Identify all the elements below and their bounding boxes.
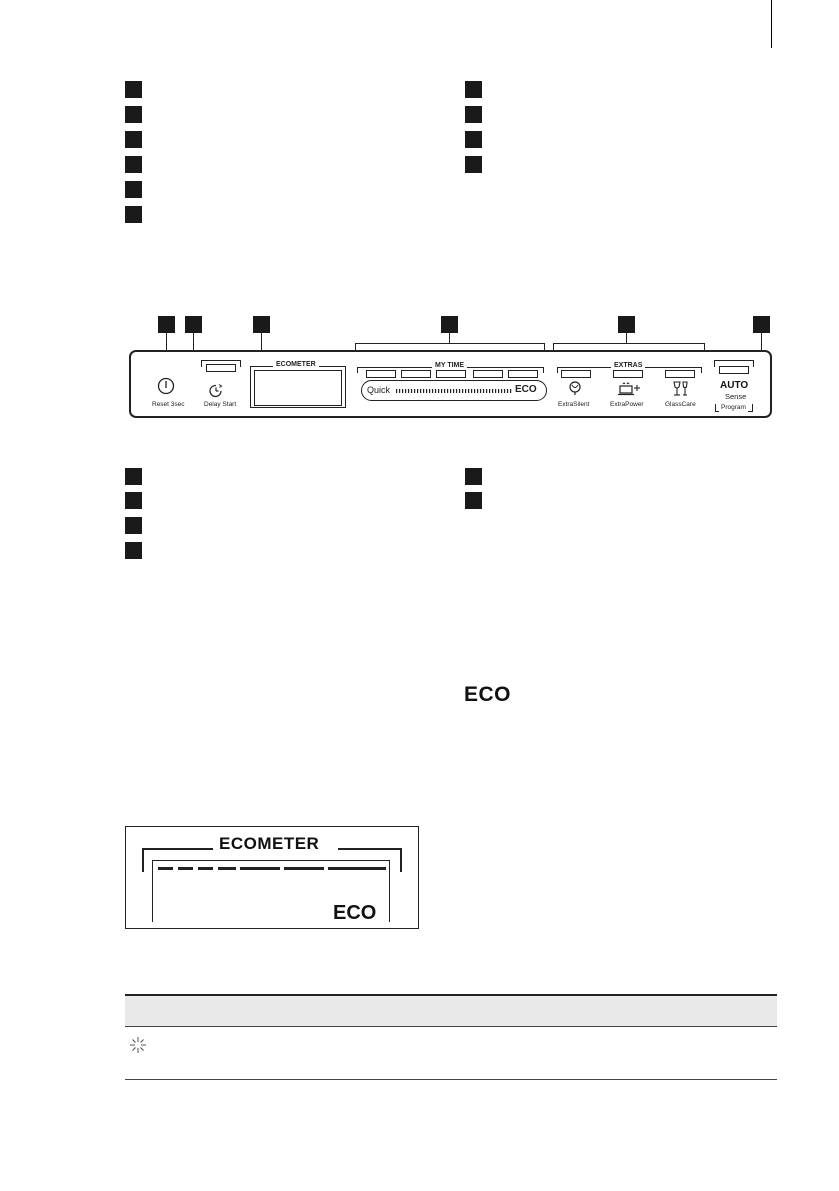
sense-label: Sense: [725, 392, 747, 401]
extras-bracket: [557, 367, 558, 373]
extras-label: EXTRAS: [611, 362, 646, 369]
callout-marker: [185, 316, 202, 333]
auto-label[interactable]: AUTO: [720, 380, 749, 391]
indicator-bracket: [714, 360, 754, 361]
mytime-indicator: [436, 370, 466, 378]
legend-marker: [125, 517, 142, 534]
indicator-bracket: [201, 360, 202, 367]
mytime-bracket: [357, 367, 358, 373]
ecometer-screen: [341, 370, 342, 406]
legend-marker: [125, 156, 142, 173]
glass-care-icon[interactable]: [672, 381, 690, 397]
ecometer-figure-frame: [142, 848, 214, 850]
legend-marker: [125, 81, 142, 98]
program-bracket: [748, 411, 752, 412]
mytime-indicator: [508, 370, 538, 378]
glass-care-indicator: [665, 370, 695, 378]
mytime-slider-ticks: [396, 389, 512, 393]
page-cut-mark: [771, 0, 772, 48]
program-label: Program: [721, 404, 746, 411]
ecometer-figure-screen: [152, 860, 390, 861]
ecometer-screen: [254, 370, 255, 406]
callout-marker: [441, 316, 458, 333]
ecometer-screen: [254, 370, 342, 371]
legend-marker: [465, 106, 482, 123]
mytime-indicator: [401, 370, 431, 378]
callout-marker: [753, 316, 770, 333]
legend-marker: [465, 468, 482, 485]
ecometer-panel-label: ECOMETER: [273, 361, 319, 368]
callout-bracket: [553, 343, 705, 344]
legend-marker: [125, 206, 142, 223]
legend-marker: [465, 131, 482, 148]
indicator-bracket: [753, 360, 754, 367]
ecometer-figure-screen: [152, 860, 153, 922]
mytime-slider[interactable]: [361, 380, 547, 401]
eco-heading: ECO: [464, 683, 512, 706]
legend-marker: [125, 542, 142, 559]
legend-marker: [125, 181, 142, 198]
callout-line: [626, 333, 627, 343]
callout-bracket: [355, 343, 545, 344]
ecometer-bars: [158, 867, 386, 870]
ecometer-figure-frame: [142, 848, 144, 872]
legend-marker: [125, 492, 142, 509]
program-bracket: [715, 404, 716, 412]
ecometer-frame: [345, 366, 346, 408]
extra-silent-indicator: [561, 370, 591, 378]
power-icon[interactable]: [157, 376, 175, 396]
ecometer-figure-screen: [389, 860, 390, 922]
reset-label: Reset 3sec: [152, 401, 185, 408]
mytime-indicator: [473, 370, 503, 378]
glass-care-label: GlassCare: [665, 401, 696, 408]
indicator-bracket: [201, 360, 241, 361]
extra-power-label: ExtraPower: [610, 401, 644, 408]
ecometer-frame: [250, 407, 346, 408]
delay-start-clock-icon[interactable]: [208, 383, 224, 399]
legend-marker: [465, 492, 482, 509]
extra-silent-label: ExtraSilent: [558, 401, 590, 408]
legend-marker: [125, 468, 142, 485]
callout-line: [449, 333, 450, 343]
indicator-bracket: [240, 360, 241, 367]
mytime-label: MY TIME: [432, 362, 468, 369]
ecometer-figure-frame: [338, 848, 402, 850]
legend-marker: [465, 81, 482, 98]
legend-marker: [125, 106, 142, 123]
callout-marker: [253, 316, 270, 333]
extra-power-indicator: [613, 370, 643, 378]
sparkle-icon: [130, 1037, 146, 1053]
ecometer-figure-eco: ECO: [333, 902, 377, 924]
legend-marker: [125, 131, 142, 148]
table-top-rule: [125, 994, 777, 996]
auto-sense-indicator: [719, 366, 749, 374]
mytime-quick-label: Quick: [367, 385, 391, 395]
program-bracket: [715, 411, 719, 412]
dishwasher-control-panel: [129, 350, 772, 418]
legend-marker: [465, 156, 482, 173]
table-row-divider: [125, 1026, 777, 1027]
table-header-row: [125, 996, 777, 1026]
program-bracket: [752, 404, 753, 412]
extra-silent-icon[interactable]: [567, 381, 583, 395]
ecometer-figure-title: ECOMETER: [213, 834, 326, 854]
mytime-indicator: [366, 370, 396, 378]
ecometer-frame: [250, 366, 251, 408]
callout-marker: [158, 316, 175, 333]
extras-bracket: [701, 367, 702, 373]
table-bottom-rule: [125, 1079, 777, 1080]
delay-start-indicator: [206, 364, 236, 372]
extra-power-icon[interactable]: [618, 381, 642, 397]
callout-marker: [618, 316, 635, 333]
indicator-bracket: [714, 360, 715, 367]
mytime-bracket: [543, 367, 544, 373]
delay-start-label: Delay Start: [204, 401, 237, 408]
ecometer-figure-frame: [400, 848, 402, 872]
ecometer-screen: [254, 405, 342, 406]
mytime-eco-label: ECO: [515, 384, 537, 395]
